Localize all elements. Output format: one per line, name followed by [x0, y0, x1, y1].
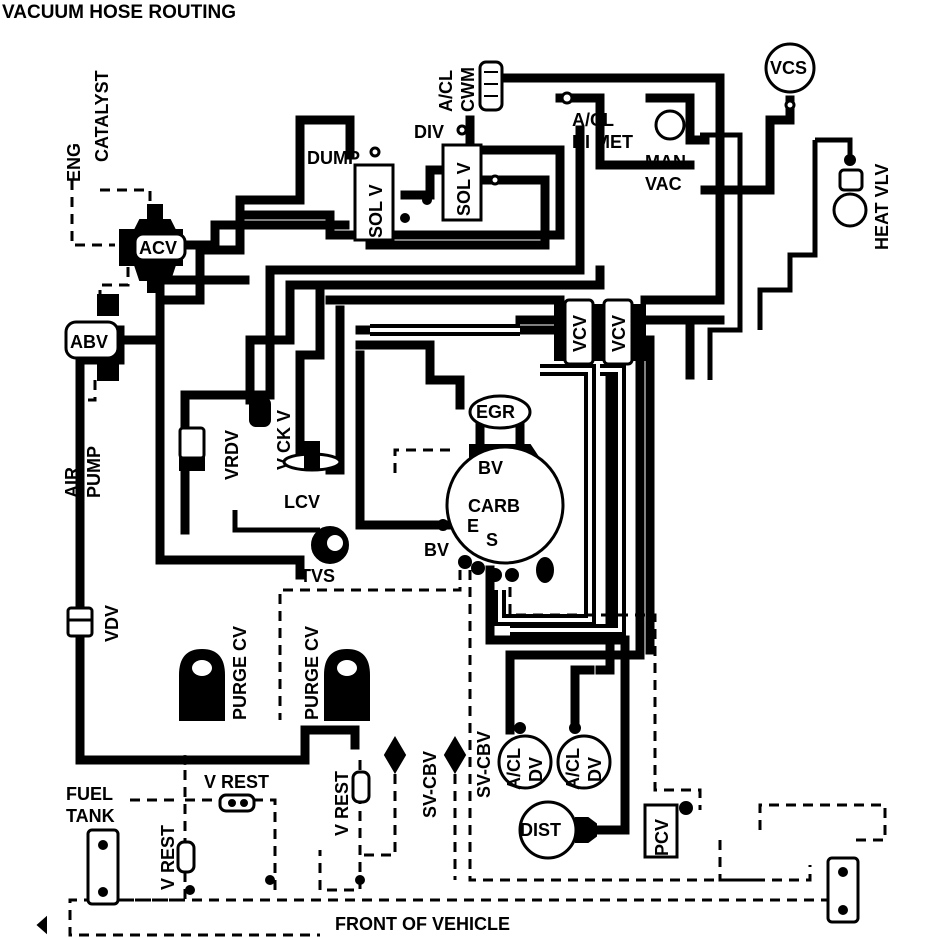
v-rest-component-v2: [351, 770, 371, 804]
dashed-lines: [68, 180, 887, 937]
acl-dv-component-2: [556, 722, 612, 790]
man-vac-component: [654, 109, 686, 141]
fuel-tank-component: [86, 828, 120, 906]
acl-dv-label-2b: DV: [585, 757, 605, 782]
acl-cwm-label-1: A/CL: [436, 70, 456, 112]
dist-component: [518, 800, 597, 860]
acv-label: ACV: [139, 238, 177, 258]
purge-cv-label-2: PURGE CV: [302, 626, 322, 720]
sv-cbv-label-1: SV-CBV: [420, 751, 440, 818]
acl-bimet-label-2: BI MET: [572, 132, 633, 152]
catalyst-label: CATALYST: [92, 70, 112, 162]
v-rest-label-v1: V REST: [158, 825, 178, 890]
egr-label: EGR: [476, 402, 515, 422]
heat-vlv-label: HEAT VLV: [872, 164, 892, 250]
vcs-label: VCS: [770, 58, 807, 78]
egr-component: [468, 394, 532, 430]
v-rest-component-v1: [176, 840, 196, 874]
vrdv-label: VRDV: [222, 430, 242, 480]
acl-bimet-label-1: A/CL: [572, 110, 614, 130]
double-hoses: [370, 324, 626, 636]
tvs-component: [311, 526, 349, 564]
div-label: DIV: [414, 122, 444, 142]
vcv-component-2: [597, 298, 646, 366]
heat-valve: [832, 154, 868, 228]
acl-dv-component-1: [497, 722, 553, 790]
v-rest-label-v2: V REST: [332, 771, 352, 836]
sv-cbv-component-1: [383, 736, 407, 774]
sv-cbv-label-2: SV-CBV: [474, 731, 494, 798]
connector-markers: [36, 755, 365, 935]
fuel-tank-label-2: TANK: [66, 806, 115, 826]
dist-label: DIST: [520, 820, 561, 840]
dump-label: DUMP: [307, 148, 360, 168]
acl-dv-label-1a: A/CL: [504, 748, 524, 790]
sv-cbv-component-2: [443, 736, 467, 774]
purge-cv-label-1: PURGE CV: [230, 626, 250, 720]
vdv-component: [66, 606, 94, 638]
man-vac-label-2: VAC: [645, 174, 682, 194]
acl-cwm-component: [478, 60, 574, 112]
acv-component: [119, 204, 187, 293]
vcv-label-2: VCV: [609, 315, 629, 352]
pcv-component: [643, 801, 693, 859]
carb-label: CARB: [468, 496, 520, 516]
man-vac-label-1: MAN: [645, 152, 686, 172]
vcv-label-1: VCV: [570, 315, 590, 352]
tvs-label: TVS: [300, 566, 335, 586]
sol-v-dump-component: [353, 146, 410, 242]
vcs-component: VCS: [764, 42, 816, 111]
bv-top-label: BV: [478, 458, 503, 478]
acl-dv-label-2a: A/CL: [563, 748, 583, 790]
fuel-tank-label-1: FUEL: [66, 784, 113, 804]
abv-label: ABV: [70, 332, 108, 352]
v-ck-v-label: V CK V: [274, 410, 294, 470]
vrdv-component: [178, 426, 206, 471]
canister-component: [826, 856, 860, 924]
acl-dv-label-1b: DV: [526, 757, 546, 782]
sol-v-label-2: SOL V: [454, 162, 474, 216]
bv-side-label: BV: [424, 540, 449, 560]
abv-component: [64, 294, 120, 381]
eng-label: ENG: [64, 143, 84, 182]
diagram-title: VACUUM HOSE ROUTING: [2, 2, 236, 23]
air-pump-label-2: PUMP: [84, 446, 104, 498]
e-label: E: [467, 516, 479, 536]
carb-component: [437, 444, 565, 565]
carb-ports: [458, 555, 554, 583]
vdv-label: VDV: [102, 605, 122, 642]
lcv-component: [282, 441, 342, 472]
acl-cwm-label-2: CWM: [458, 67, 478, 112]
sol-v-div-component: [422, 124, 501, 222]
v-ck-v-component: [249, 397, 271, 427]
pcv-label: PCV: [652, 819, 672, 856]
lcv-label: LCV: [284, 492, 320, 512]
v-rest-label-h: V REST: [204, 772, 269, 792]
purge-cv-component-1: [179, 648, 225, 721]
air-pump-label-1: AIR: [62, 467, 82, 498]
purge-cv-component-2: [324, 648, 370, 721]
v-rest-component-h: [218, 793, 256, 813]
front-of-vehicle-label: FRONT OF VEHICLE: [335, 914, 510, 934]
sol-v-label-1: SOL V: [366, 184, 386, 238]
s-label: S: [486, 530, 498, 550]
